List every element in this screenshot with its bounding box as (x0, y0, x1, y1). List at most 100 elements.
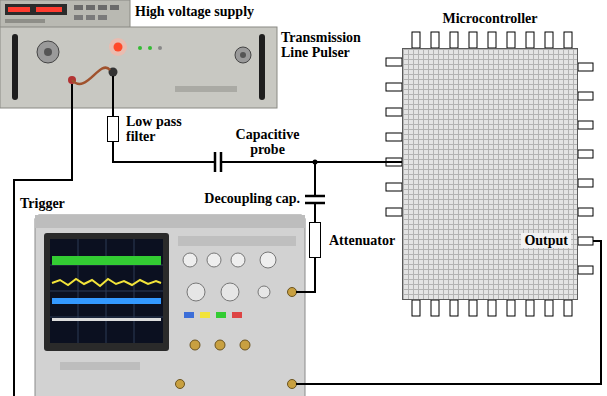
pulser-photo (158, 46, 162, 50)
chip-pins (488, 32, 496, 48)
chip-pins (564, 300, 572, 316)
pulser-photo (114, 43, 123, 52)
capacitor-symbol (215, 150, 221, 174)
chip-pins (578, 237, 593, 245)
pulser-photo (112, 76, 114, 108)
oscilloscope-photo (35, 215, 305, 396)
capacitor-symbol (216, 150, 220, 174)
oscilloscope-photo (260, 252, 276, 268)
node-sublabel: Output (521, 233, 571, 248)
node-sublabel: Transmission Line Pulser (281, 30, 373, 60)
hv-supply-photo (8, 7, 30, 12)
oscilloscope-photo (240, 340, 250, 350)
oscilloscope-photo (52, 279, 161, 286)
chip-pins (507, 32, 515, 48)
probe-label: Capacitive probe (225, 127, 310, 157)
chip-pins (545, 32, 553, 48)
chip-pins (386, 208, 402, 216)
node-label: High voltage supply (135, 4, 254, 19)
chip-pins (578, 121, 593, 129)
oscilloscope-photo (52, 256, 161, 265)
chip-pins (578, 179, 593, 187)
oscilloscope-photo (176, 380, 185, 389)
pulser-photo (138, 46, 142, 50)
chip-pins (578, 63, 593, 71)
oscilloscope-photo (231, 253, 245, 267)
hv-supply-photo (98, 5, 107, 10)
capacitor-symbol (214, 152, 217, 172)
node-label: Attenuator (329, 233, 395, 248)
oscilloscope-photo (52, 318, 161, 321)
oscilloscope-photo (288, 288, 297, 297)
capacitor-symbol (220, 152, 223, 172)
node-label: Low pass filter (126, 114, 190, 144)
oscilloscope-photo (50, 239, 163, 343)
oscilloscope-photo (232, 312, 242, 318)
attenuator-symbol: Attenuator (309, 222, 321, 258)
chip-pins (578, 208, 593, 216)
oscilloscope-photo (60, 362, 140, 370)
chip-pins (469, 300, 477, 316)
cap-label: Decoupling cap. (190, 191, 300, 206)
chip-pins (450, 300, 458, 316)
oscilloscope-photo (200, 312, 210, 318)
oscilloscope-photo (216, 312, 226, 318)
oscilloscope-photo (190, 340, 200, 350)
oscilloscope-photo (215, 340, 225, 350)
chip-pins (526, 32, 534, 48)
hv-supply-photo (0, 0, 130, 29)
oscilloscope-photo (178, 236, 296, 246)
oscilloscope-photo (207, 253, 221, 267)
capacitor-symbol (305, 202, 325, 205)
hv-supply-photo (5, 19, 45, 23)
oscilloscope-photo (35, 215, 305, 228)
chip-pins (431, 300, 439, 316)
pulser-photo (240, 52, 246, 58)
pulser-photo (148, 46, 152, 50)
oscilloscope-photo (52, 298, 161, 304)
chip-pins (386, 32, 593, 316)
chip-pins (412, 300, 420, 316)
filter-symbol: Low pass filter (107, 116, 119, 142)
wire-connector (112, 108, 114, 116)
chip-pins (412, 32, 420, 48)
pulser-instrument: High voltage supplyTransmission Line Pul… (0, 0, 277, 108)
chip-pins (564, 32, 572, 48)
chip-pins (578, 266, 593, 274)
hv-supply-photo (36, 7, 62, 12)
pulser-photo (175, 86, 237, 92)
microcontroller-chip: MicrocontrollerOutput (402, 48, 578, 300)
pulser-photo (0, 27, 277, 108)
scope-wires (296, 258, 315, 292)
hv-supply-photo (74, 15, 83, 20)
pulser-photo (44, 48, 52, 56)
capacitor-symbol (303, 197, 327, 203)
wire-connector (315, 162, 402, 222)
hv-supply-photo (74, 5, 83, 10)
chip-pins (578, 92, 593, 100)
oscilloscope-photo (44, 233, 169, 351)
chip-pins (450, 32, 458, 48)
pulser-photo (12, 34, 18, 100)
capacitor-symbol (305, 195, 325, 198)
chip-pins (386, 83, 402, 91)
chip-pins (488, 300, 496, 316)
signal-label: Trigger (20, 196, 65, 211)
oscilloscope-photo (258, 286, 270, 298)
chip-pins (578, 150, 593, 158)
pulser-photo (37, 41, 59, 63)
hv-supply-photo (98, 15, 107, 20)
chip-pins (386, 108, 402, 116)
oscilloscope-photo (35, 215, 305, 396)
pulser-photo (235, 47, 251, 63)
pulser-photo (0, 27, 277, 108)
oscilloscope-photo (184, 312, 194, 318)
hv-supply-photo (0, 0, 130, 29)
pulser-photo (109, 38, 127, 56)
oscilloscope-photo (221, 283, 239, 301)
junction-dot (313, 160, 318, 165)
hv-supply-photo (86, 15, 95, 20)
